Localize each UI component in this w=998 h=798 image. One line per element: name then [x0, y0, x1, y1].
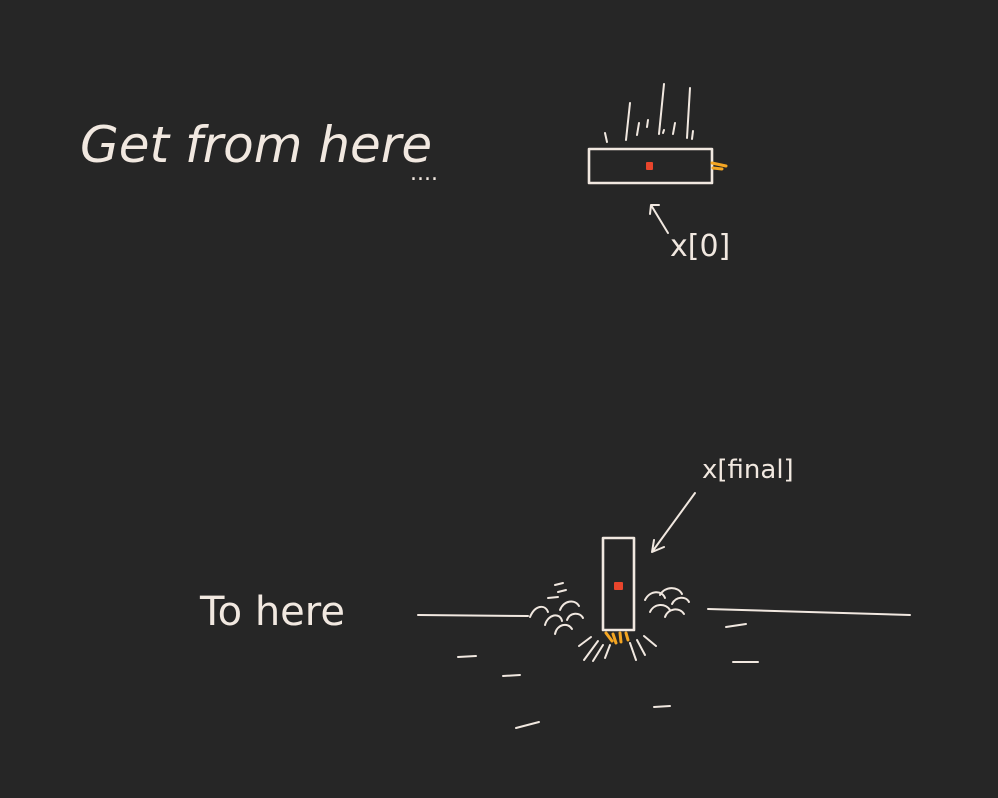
- rocket-exhaust-vertical: [604, 631, 630, 645]
- x-start-label: x[0]: [670, 229, 730, 264]
- x-final-label: x[final]: [702, 455, 794, 485]
- dust-cloud-left: [529, 582, 584, 635]
- start-arrow-icon: [649, 204, 669, 234]
- ground-dashes: [457, 623, 759, 729]
- start-ellipsis: ....: [410, 161, 438, 186]
- final-arrow-icon: [651, 492, 696, 553]
- rocket-marker-dot: [646, 162, 653, 170]
- ground-line: [417, 608, 911, 617]
- dust-cloud-right: [644, 587, 690, 618]
- motion-lines: [604, 83, 694, 143]
- rocket-body-vertical: [601, 536, 636, 632]
- impact-lines: [578, 635, 657, 662]
- rocket-body-horizontal: [587, 147, 714, 185]
- rocket-marker-dot-final: [614, 582, 623, 590]
- rocket-exhaust-horizontal: [710, 161, 728, 171]
- end-label: To here: [199, 589, 345, 635]
- horizontal-rocket-icon: [587, 83, 728, 185]
- start-label: Get from here: [80, 116, 432, 174]
- landed-rocket-icon: [529, 536, 690, 662]
